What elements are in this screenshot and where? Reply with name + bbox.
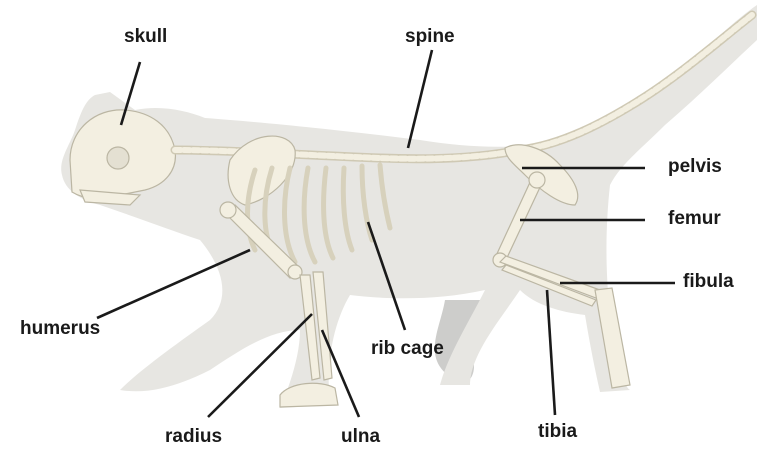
label-ulna: ulna [341,427,380,446]
label-skull: skull [124,27,167,46]
label-fibula: fibula [683,272,734,291]
label-rib-cage: rib cage [371,339,444,358]
tibia-leader [547,290,555,415]
label-spine: spine [405,27,455,46]
label-radius: radius [165,427,222,446]
label-pelvis: pelvis [668,157,722,176]
spine-leader [408,50,432,148]
label-femur: femur [668,209,721,228]
label-tibia: tibia [538,422,577,441]
label-humerus: humerus [20,319,100,338]
